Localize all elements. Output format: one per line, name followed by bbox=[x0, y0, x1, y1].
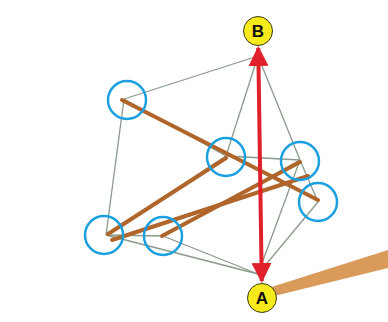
tension-strings bbox=[106, 56, 318, 274]
point-letter: A bbox=[256, 290, 268, 307]
distance-arrow bbox=[258, 48, 261, 281]
joint-circles bbox=[85, 81, 337, 255]
point-letter: B bbox=[252, 23, 264, 40]
wooden-handle bbox=[262, 250, 388, 298]
label-circle: B bbox=[243, 16, 273, 46]
wooden-struts bbox=[108, 100, 318, 240]
label-circle: A bbox=[247, 283, 277, 313]
